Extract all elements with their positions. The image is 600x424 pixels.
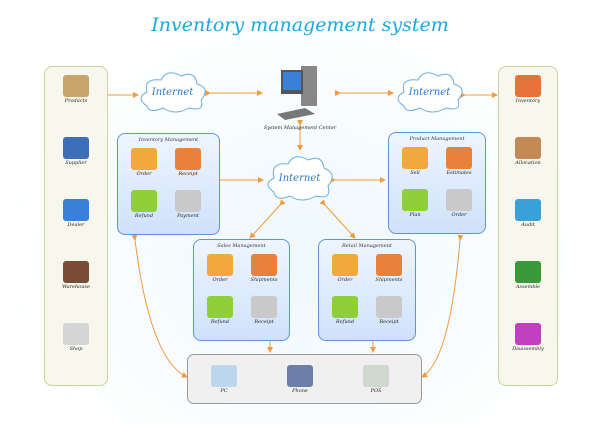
operation-inventory: Inventory bbox=[508, 75, 548, 104]
retail-order: Order bbox=[325, 254, 365, 283]
operation-assemble: Assemble bbox=[508, 261, 548, 290]
retail-shipments: Shipments bbox=[369, 254, 409, 283]
retail-shipments-icon bbox=[376, 254, 402, 276]
product-estimates: Estimates bbox=[439, 147, 479, 176]
sales-shipments: Shipments bbox=[244, 254, 284, 283]
operation-assemble-icon bbox=[515, 261, 541, 283]
retail-receipt: Receipt bbox=[369, 296, 409, 325]
sales-order-icon bbox=[207, 254, 233, 276]
retail-refund-icon bbox=[332, 296, 358, 318]
entity-supplier-icon bbox=[63, 137, 89, 159]
terminals-panel: PC Phone POS bbox=[187, 354, 422, 404]
product-estimates-icon bbox=[446, 147, 472, 169]
sales-shipments-icon bbox=[251, 254, 277, 276]
sales-refund: Refund bbox=[200, 296, 240, 325]
entity-dealer-icon bbox=[63, 199, 89, 221]
product-plan-icon bbox=[402, 189, 428, 211]
terminal-pos: POS bbox=[356, 365, 396, 394]
inventory-payment: Payment bbox=[168, 190, 208, 219]
operation-audit-icon bbox=[515, 199, 541, 221]
page-title: Inventory management system bbox=[151, 14, 449, 36]
entity-supplier: Supplier bbox=[56, 137, 96, 166]
entity-warehouse: Warehouse bbox=[56, 261, 96, 290]
entity-dealer: Dealer bbox=[56, 199, 96, 228]
operation-audit: Audit bbox=[508, 199, 548, 228]
terminal-pos-icon bbox=[363, 365, 389, 387]
inventory-receipt-icon bbox=[175, 148, 201, 170]
entity-products-icon bbox=[63, 75, 89, 97]
operation-disassembly: Disassembly bbox=[508, 323, 548, 352]
internet-cloud: Internet bbox=[262, 152, 337, 204]
sales-receipt: Receipt bbox=[244, 296, 284, 325]
inventory-receipt: Receipt bbox=[168, 148, 208, 177]
entity-warehouse-icon bbox=[63, 261, 89, 283]
sales-order: Order bbox=[200, 254, 240, 283]
retail-receipt-icon bbox=[376, 296, 402, 318]
operation-allocation-icon bbox=[515, 137, 541, 159]
system-management-center: System Management Center bbox=[262, 64, 338, 131]
entity-shop: Shop bbox=[56, 323, 96, 352]
inventory-payment-icon bbox=[175, 190, 201, 212]
retail-refund: Refund bbox=[325, 296, 365, 325]
inventory-order-icon bbox=[131, 148, 157, 170]
inventory-order: Order bbox=[124, 148, 164, 177]
operation-allocation: Allocation bbox=[508, 137, 548, 166]
inventory-refund: Refund bbox=[124, 190, 164, 219]
product-sell: Sell bbox=[395, 147, 435, 176]
product-order: Order bbox=[439, 189, 479, 218]
sales-receipt-icon bbox=[251, 296, 277, 318]
terminal-pc-icon bbox=[211, 365, 237, 387]
inventory-refund-icon bbox=[131, 190, 157, 212]
terminal-pc: PC bbox=[204, 365, 244, 394]
entity-products: Products bbox=[56, 75, 96, 104]
terminal-phone: Phone bbox=[280, 365, 320, 394]
entity-shop-icon bbox=[63, 323, 89, 345]
operation-inventory-icon bbox=[515, 75, 541, 97]
product-plan: Plan bbox=[395, 189, 435, 218]
internet-cloud: Internet bbox=[135, 68, 210, 116]
product-sell-icon bbox=[402, 147, 428, 169]
computer-icon bbox=[277, 66, 317, 120]
operation-disassembly-icon bbox=[515, 323, 541, 345]
product-order-icon bbox=[446, 189, 472, 211]
internet-cloud: Internet bbox=[392, 68, 467, 116]
retail-order-icon bbox=[332, 254, 358, 276]
sales-refund-icon bbox=[207, 296, 233, 318]
terminal-phone-icon bbox=[287, 365, 313, 387]
